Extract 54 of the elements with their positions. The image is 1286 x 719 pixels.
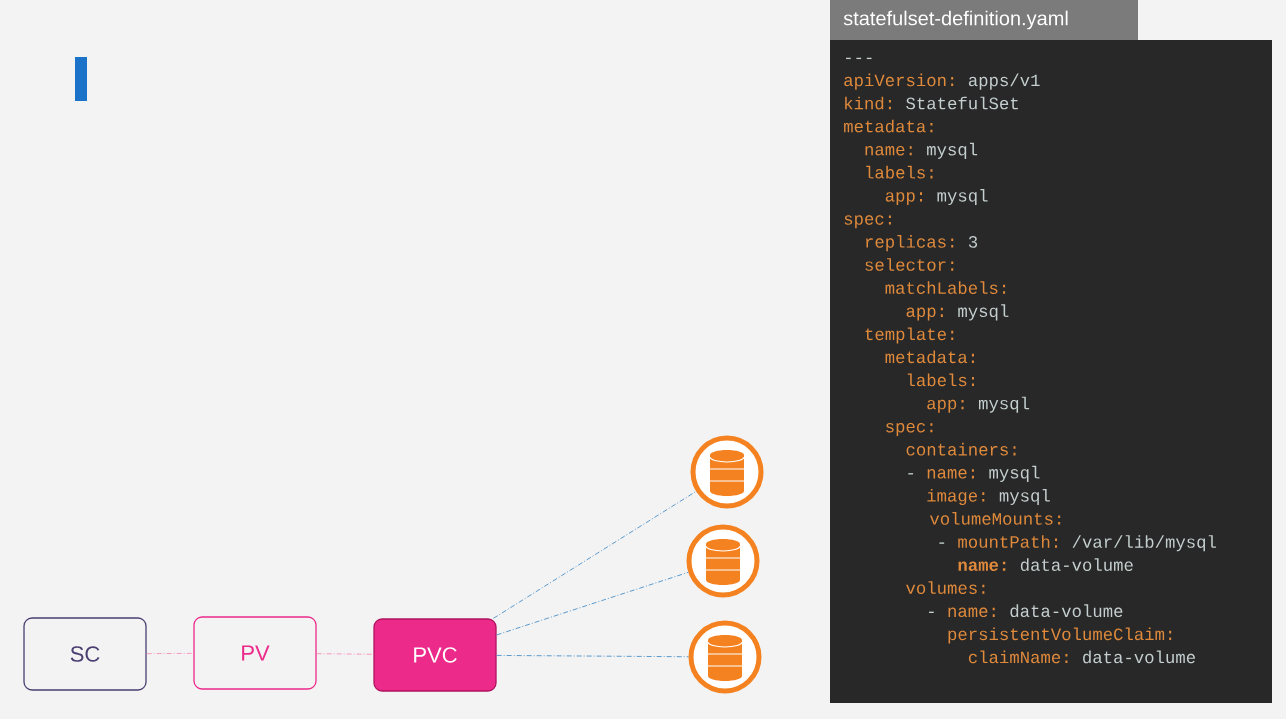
code-key: template: — [865, 327, 954, 344]
list-marker: - — [929, 611, 934, 613]
code-key: name: — [865, 146, 912, 156]
code-key: claimName: — [968, 650, 1068, 664]
code-key: app: — [927, 399, 964, 413]
code-key: selector: — [865, 258, 954, 271]
code-key: app: — [906, 307, 943, 321]
connector-line — [492, 490, 697, 619]
code-key: replicas: — [866, 235, 954, 252]
database-icon — [688, 620, 762, 694]
code-value: mysql — [958, 304, 1009, 321]
code-value: apps/v1 — [968, 73, 1040, 90]
database-icon — [690, 435, 764, 509]
code-key: labels: — [907, 373, 974, 387]
code-key: image: — [927, 488, 985, 506]
file-tab: statefulset-definition.yaml — [830, 0, 1138, 40]
code-key: name: — [958, 561, 1006, 571]
code-value: mysql — [999, 488, 1050, 506]
code-value: --- — [846, 57, 872, 60]
connector-line — [496, 571, 689, 636]
process-box: PV — [193, 616, 317, 690]
code-key: spec: — [844, 215, 891, 229]
code-key: volumes: — [906, 581, 985, 594]
list-marker: - — [939, 542, 945, 544]
connector-line — [316, 653, 374, 655]
process-box: PVC — [373, 618, 497, 692]
code-key: name: — [927, 469, 974, 479]
code-value: data-volume — [1083, 650, 1195, 664]
code-key: mountPath: — [958, 535, 1057, 548]
code-key: app: — [885, 192, 922, 206]
code-key: persistentVolumeClaim: — [948, 627, 1172, 644]
connector-line — [146, 652, 194, 655]
connector-line — [496, 654, 689, 658]
code-value: 3 — [968, 236, 978, 248]
process-box: SC — [23, 617, 147, 691]
code-key: volumeMounts: — [930, 512, 1061, 525]
code-value: mysql — [989, 465, 1040, 482]
code-value: StatefulSet — [906, 96, 1018, 110]
code-value: /var/lib/mysql — [1072, 535, 1216, 552]
code-value: mysql — [937, 188, 988, 206]
code-value: mysql — [927, 142, 978, 159]
code-key: name: — [948, 607, 995, 618]
code-value: data-volume — [1010, 604, 1123, 618]
code-key: kind: — [845, 96, 891, 110]
code-key: metadata: — [844, 119, 933, 133]
code-key: matchLabels: — [885, 281, 1006, 294]
list-marker: - — [908, 473, 914, 475]
code-value: data-volume — [1020, 558, 1133, 571]
code-key: containers: — [906, 442, 1016, 456]
code-key: labels: — [866, 165, 933, 179]
code-key: spec: — [886, 422, 933, 436]
code-key: metadata: — [885, 350, 974, 364]
code-key: apiVersion: — [844, 73, 954, 90]
code-value: mysql — [978, 396, 1030, 413]
